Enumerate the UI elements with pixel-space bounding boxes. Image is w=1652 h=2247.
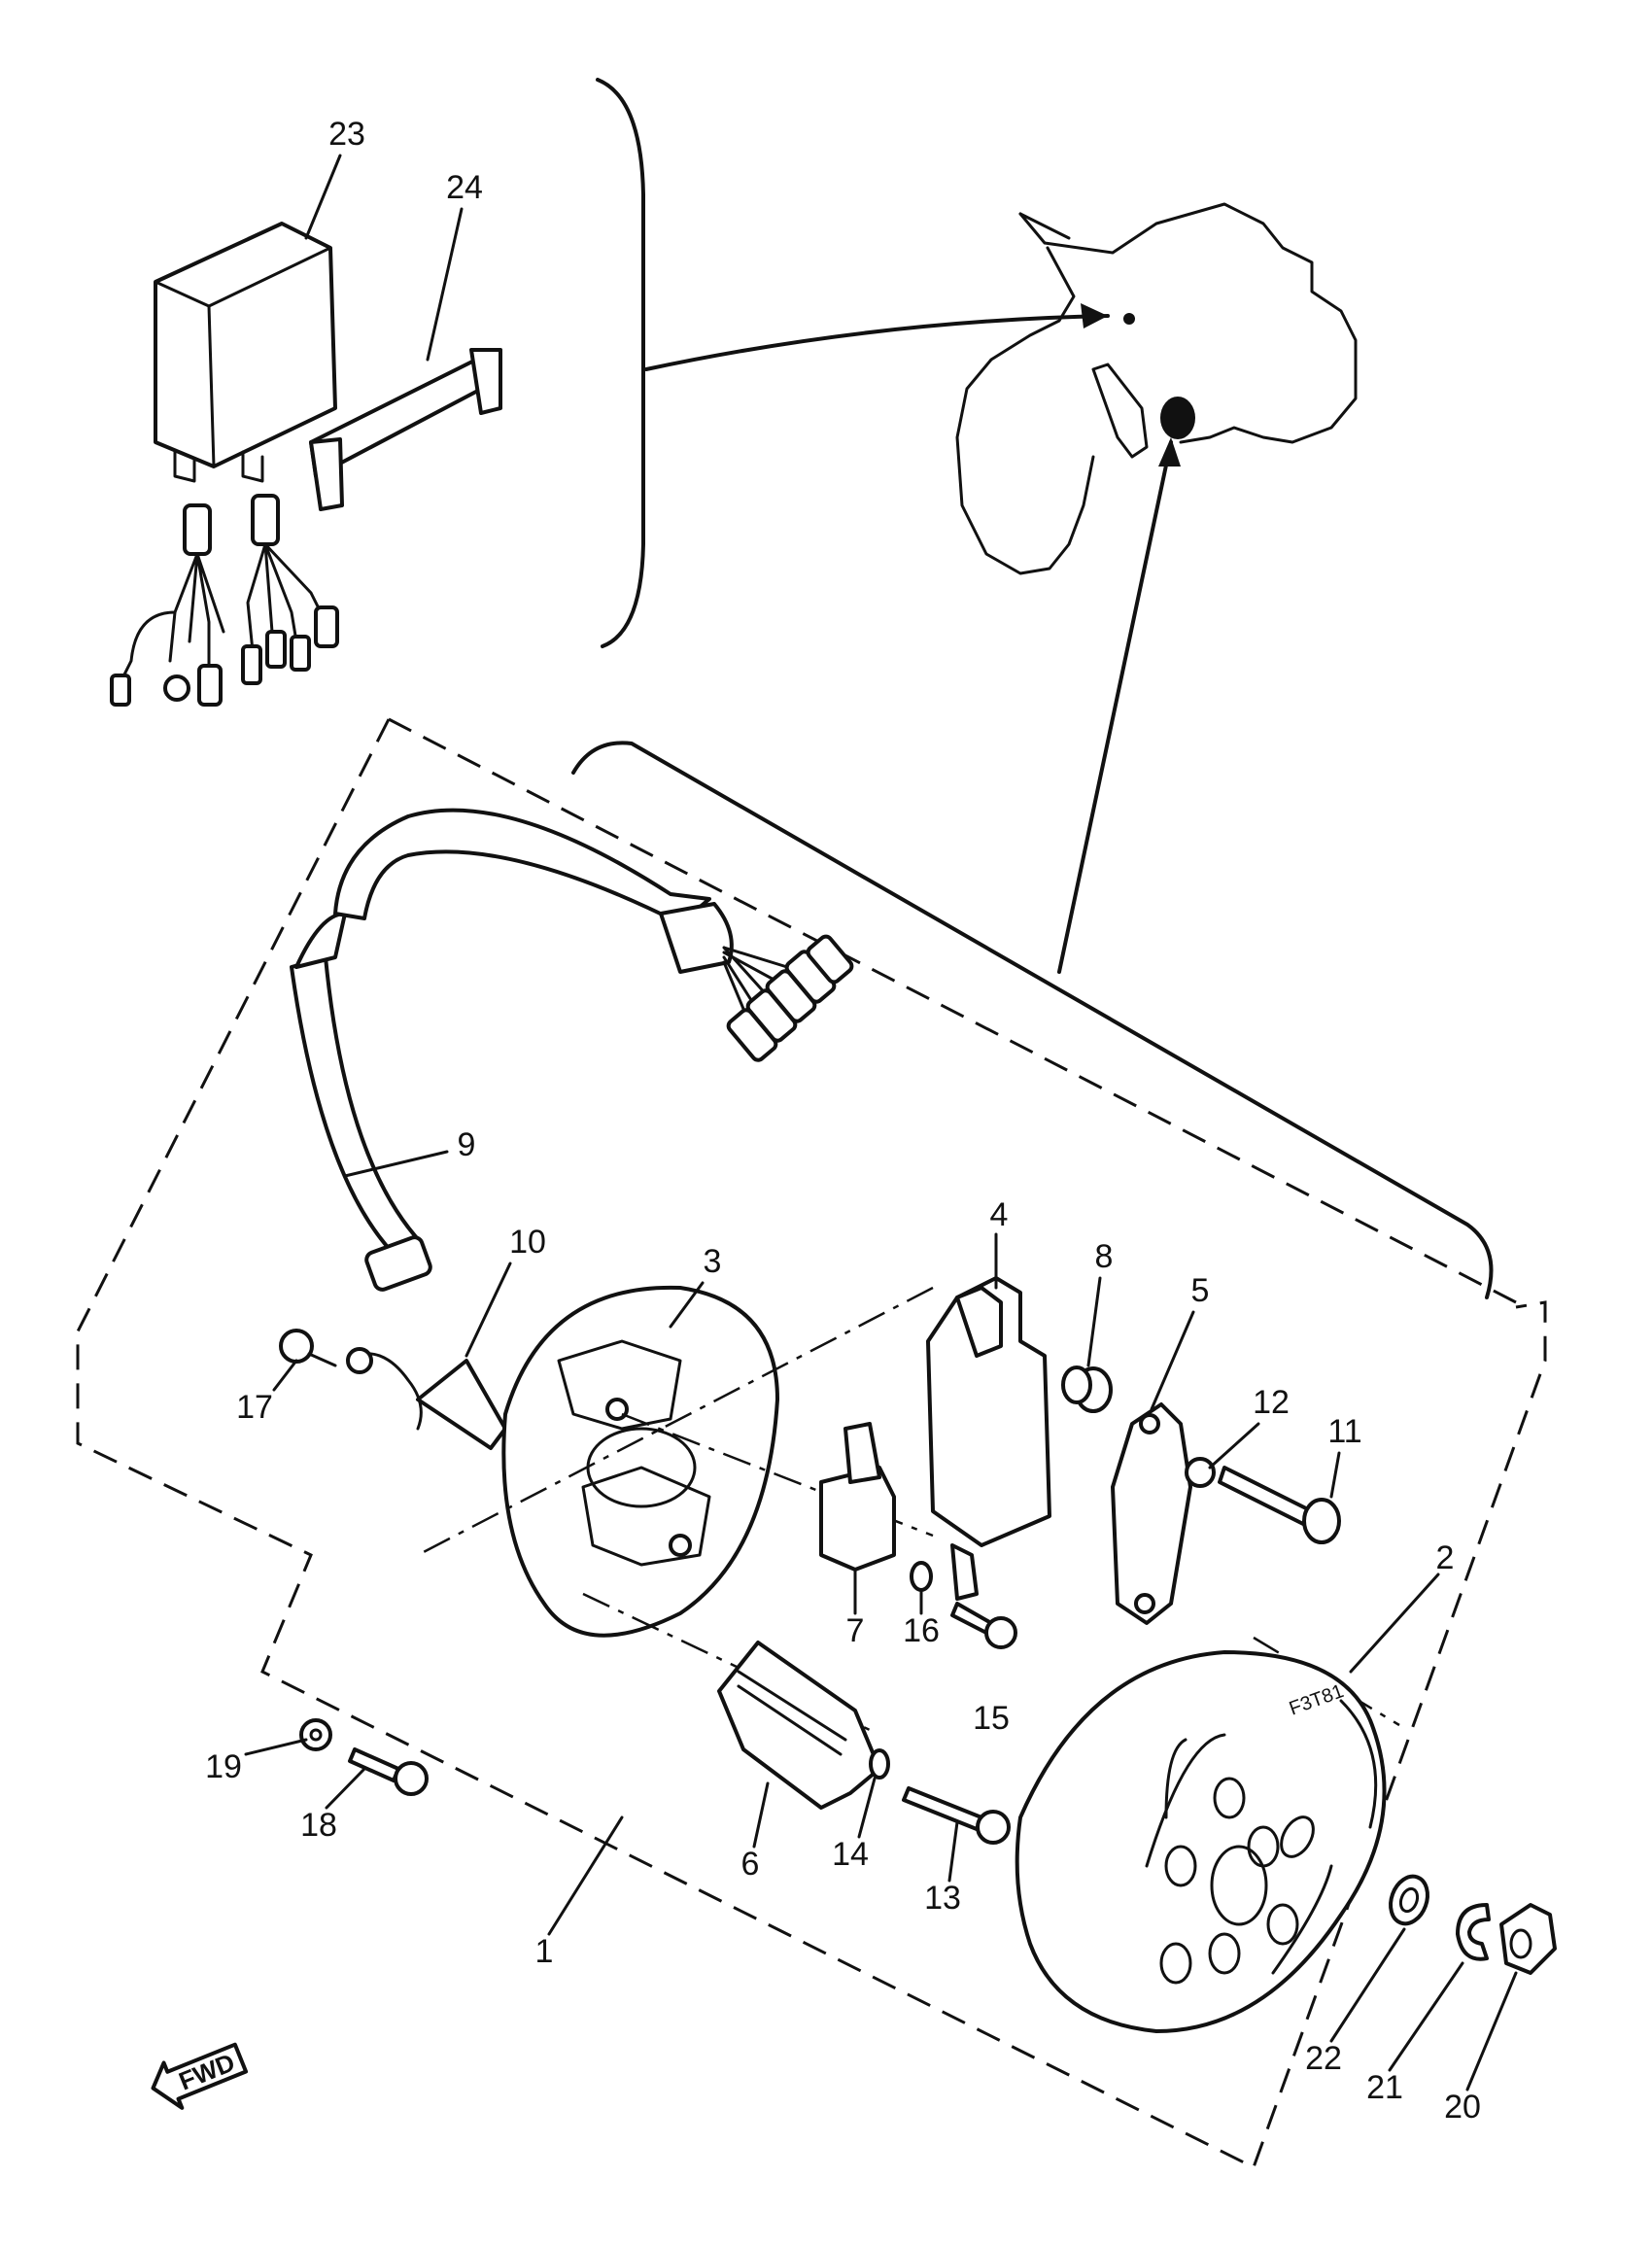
callout-24: 24	[446, 169, 483, 206]
washer-22	[1389, 1874, 1429, 1926]
flywheel-rotor	[1015, 1650, 1387, 2033]
callout-13: 13	[924, 1880, 961, 1917]
callout-17: 17	[236, 1389, 273, 1426]
cable-clamp	[346, 1347, 507, 1450]
callout-2: 2	[1436, 1539, 1455, 1576]
callout-14: 14	[832, 1836, 869, 1873]
callout-23: 23	[328, 116, 365, 153]
washer-19	[299, 1718, 332, 1751]
callout-4: 4	[990, 1196, 1009, 1233]
forward-direction-arrow: FWD	[151, 2042, 249, 2110]
callout-20: 20	[1444, 2089, 1481, 2126]
cdi-bracket	[309, 348, 502, 511]
lighting-coil	[717, 1641, 881, 1810]
cdi-wire-harness	[110, 494, 339, 707]
callout-8: 8	[1095, 1238, 1114, 1275]
callout-1: 1	[535, 1933, 554, 1970]
callout-18: 18	[300, 1807, 337, 1844]
washer-12	[1185, 1457, 1216, 1488]
callout-3: 3	[704, 1243, 722, 1280]
callout-6: 6	[741, 1846, 760, 1883]
screw-18	[348, 1747, 429, 1796]
leader-lines	[244, 154, 1518, 2091]
screw-15	[950, 1602, 1017, 1649]
frame-leader-line	[1057, 440, 1173, 974]
washer-14	[869, 1748, 890, 1780]
ignition-coil	[926, 1276, 1051, 1601]
lock-washer-21	[1456, 1903, 1491, 1961]
cdi-unit	[154, 222, 337, 483]
callout-16: 16	[903, 1612, 940, 1649]
stator-assembly-outline-top	[388, 717, 1517, 1304]
wire-harness	[290, 808, 854, 1292]
callout-22: 22	[1305, 2040, 1342, 2077]
stator-plate	[501, 1285, 779, 1638]
inset-leader-line	[644, 314, 1110, 371]
washer-16	[910, 1561, 933, 1592]
condenser	[1111, 1402, 1192, 1625]
pulser-coil	[819, 1422, 896, 1572]
callout-5: 5	[1191, 1272, 1210, 1309]
clamp-screw	[279, 1329, 337, 1367]
screw-13	[902, 1786, 1011, 1845]
inset-bracket	[596, 78, 645, 648]
assembly-bracket	[571, 741, 1494, 1299]
frame-location-silhouette	[955, 202, 1358, 974]
nut-20	[1499, 1903, 1557, 1975]
callout-7: 7	[846, 1612, 865, 1649]
stator-assembly-outline	[76, 718, 1547, 2170]
inset-cdi-group	[110, 78, 1110, 707]
callout-12: 12	[1253, 1384, 1290, 1421]
bolt-11	[1218, 1466, 1341, 1544]
spacer-collar	[1061, 1365, 1113, 1413]
callout-9: 9	[458, 1126, 476, 1163]
callout-19: 19	[205, 1748, 242, 1785]
callout-labels: 1 2 3 4 5 6 7 8 9 10 11 12 13 14 15 16 1…	[205, 116, 1481, 2126]
callout-10: 10	[509, 1224, 546, 1261]
callout-11: 11	[1327, 1413, 1361, 1450]
callout-21: 21	[1366, 2069, 1403, 2106]
callout-15: 15	[973, 1700, 1010, 1737]
